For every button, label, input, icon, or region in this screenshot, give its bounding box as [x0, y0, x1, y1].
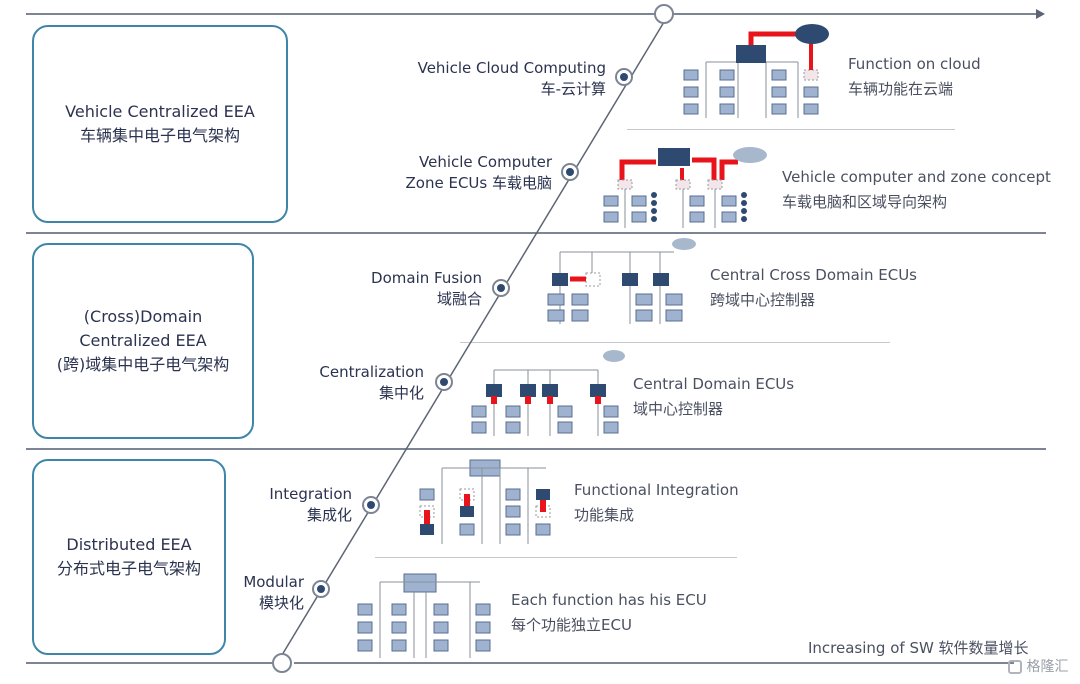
- step-divider-1: [627, 129, 955, 130]
- ecu-ghost: [585, 272, 601, 287]
- step-desc-domain-fusion: Central Cross Domain ECUs 跨域中心控制器: [710, 266, 917, 309]
- step-desc-vehicle-computer: Vehicle computer and zone concept 车载电脑和区…: [782, 168, 1051, 211]
- ecu-ghost: [803, 69, 819, 81]
- node-dot-icon: [367, 501, 375, 509]
- diagram-centralization: [471, 350, 625, 436]
- diagram-domain-fusion: [547, 238, 696, 324]
- era-title-cn: (跨)域集中电子电气架构: [56, 355, 230, 374]
- era-title-en-2: Centralized EEA: [79, 331, 207, 350]
- step-label-modular: Modular 模块化: [243, 573, 304, 612]
- central-computer: [736, 45, 766, 63]
- step-label-cloud: Vehicle Cloud Computing 车-云计算: [417, 59, 606, 98]
- node-dot-icon: [440, 378, 448, 386]
- step-desc-centralization: Central Domain ECUs 域中心控制器: [633, 375, 795, 418]
- diagram-modular: [357, 573, 491, 658]
- axis-arrowhead-icon: [1036, 9, 1045, 19]
- bottom-axis-line-left: [26, 662, 272, 664]
- step-label-vehicle-computer: Vehicle Computer Zone ECUs 车载电脑: [405, 153, 552, 192]
- cloud-icon: [603, 350, 625, 362]
- node-dot-icon: [497, 284, 505, 292]
- diagram-cloud-computing: [683, 24, 829, 118]
- step-label-centralization: Centralization 集中化: [319, 363, 424, 402]
- era-box-distributed: Distributed EEA 分布式电子电气架构: [32, 459, 226, 655]
- timeline-start-node: [272, 653, 292, 673]
- step-node-cloud[interactable]: [615, 68, 633, 86]
- era-box-vehicle-centralized: Vehicle Centralized EEA 车辆集中电子电气架构: [32, 25, 288, 223]
- top-axis-line-left: [26, 13, 654, 15]
- node-dot-icon: [317, 585, 325, 593]
- watermark-logo-icon: [1008, 660, 1022, 674]
- diagram-integration: [419, 459, 551, 544]
- step-desc-integration: Functional Integration 功能集成: [574, 481, 739, 524]
- cloud-icon: [795, 24, 829, 44]
- era-box-cross-domain: (Cross)Domain Centralized EEA (跨)域集中电子电气…: [32, 243, 254, 439]
- era-title-cn: 分布式电子电气架构: [56, 559, 201, 578]
- axis-label: Increasing of SW 软件数量增长: [808, 639, 1029, 657]
- diagram-vehicle-computer: [603, 147, 767, 228]
- node-dot-icon: [566, 168, 574, 176]
- step-divider-2: [460, 342, 890, 343]
- ecu-group: [683, 69, 819, 115]
- step-divider-3: [375, 557, 737, 558]
- era-title-en: (Cross)Domain: [83, 307, 203, 326]
- era-title-en: Distributed EEA: [66, 535, 192, 554]
- step-desc-modular: Each function has his ECU 每个功能独立ECU: [511, 591, 707, 634]
- era-title-en: Vehicle Centralized EEA: [65, 102, 255, 121]
- vehicle-computer: [658, 148, 690, 166]
- zone-arrow-3: [692, 157, 717, 180]
- era-title-cn: 车辆集中电子电气架构: [79, 126, 240, 145]
- step-node-modular[interactable]: [312, 580, 330, 598]
- top-axis-line-right: [674, 13, 1036, 15]
- step-node-centralization[interactable]: [435, 373, 453, 391]
- step-label-integration: Integration 集成化: [269, 485, 352, 524]
- zone-arrow-1: [619, 159, 656, 180]
- cloud-icon: [733, 147, 767, 163]
- node-dot-icon: [620, 73, 628, 81]
- step-node-vehicle-computer[interactable]: [561, 163, 579, 181]
- watermark: 格隆汇: [1008, 656, 1068, 676]
- cloud-icon: [672, 238, 696, 250]
- step-node-domain-fusion[interactable]: [492, 279, 510, 297]
- step-label-domain-fusion: Domain Fusion 域融合: [371, 269, 482, 308]
- timeline-end-node: [654, 4, 674, 24]
- step-node-integration[interactable]: [362, 496, 380, 514]
- cloud-link-arrow: [748, 31, 796, 45]
- gateway-ecu: [403, 573, 437, 593]
- bottom-axis-line-right: [294, 662, 1014, 664]
- zone-arrow-4: [719, 159, 738, 180]
- step-desc-cloud: Function on cloud 车辆功能在云端: [848, 55, 981, 98]
- era-divider-2: [26, 448, 1046, 450]
